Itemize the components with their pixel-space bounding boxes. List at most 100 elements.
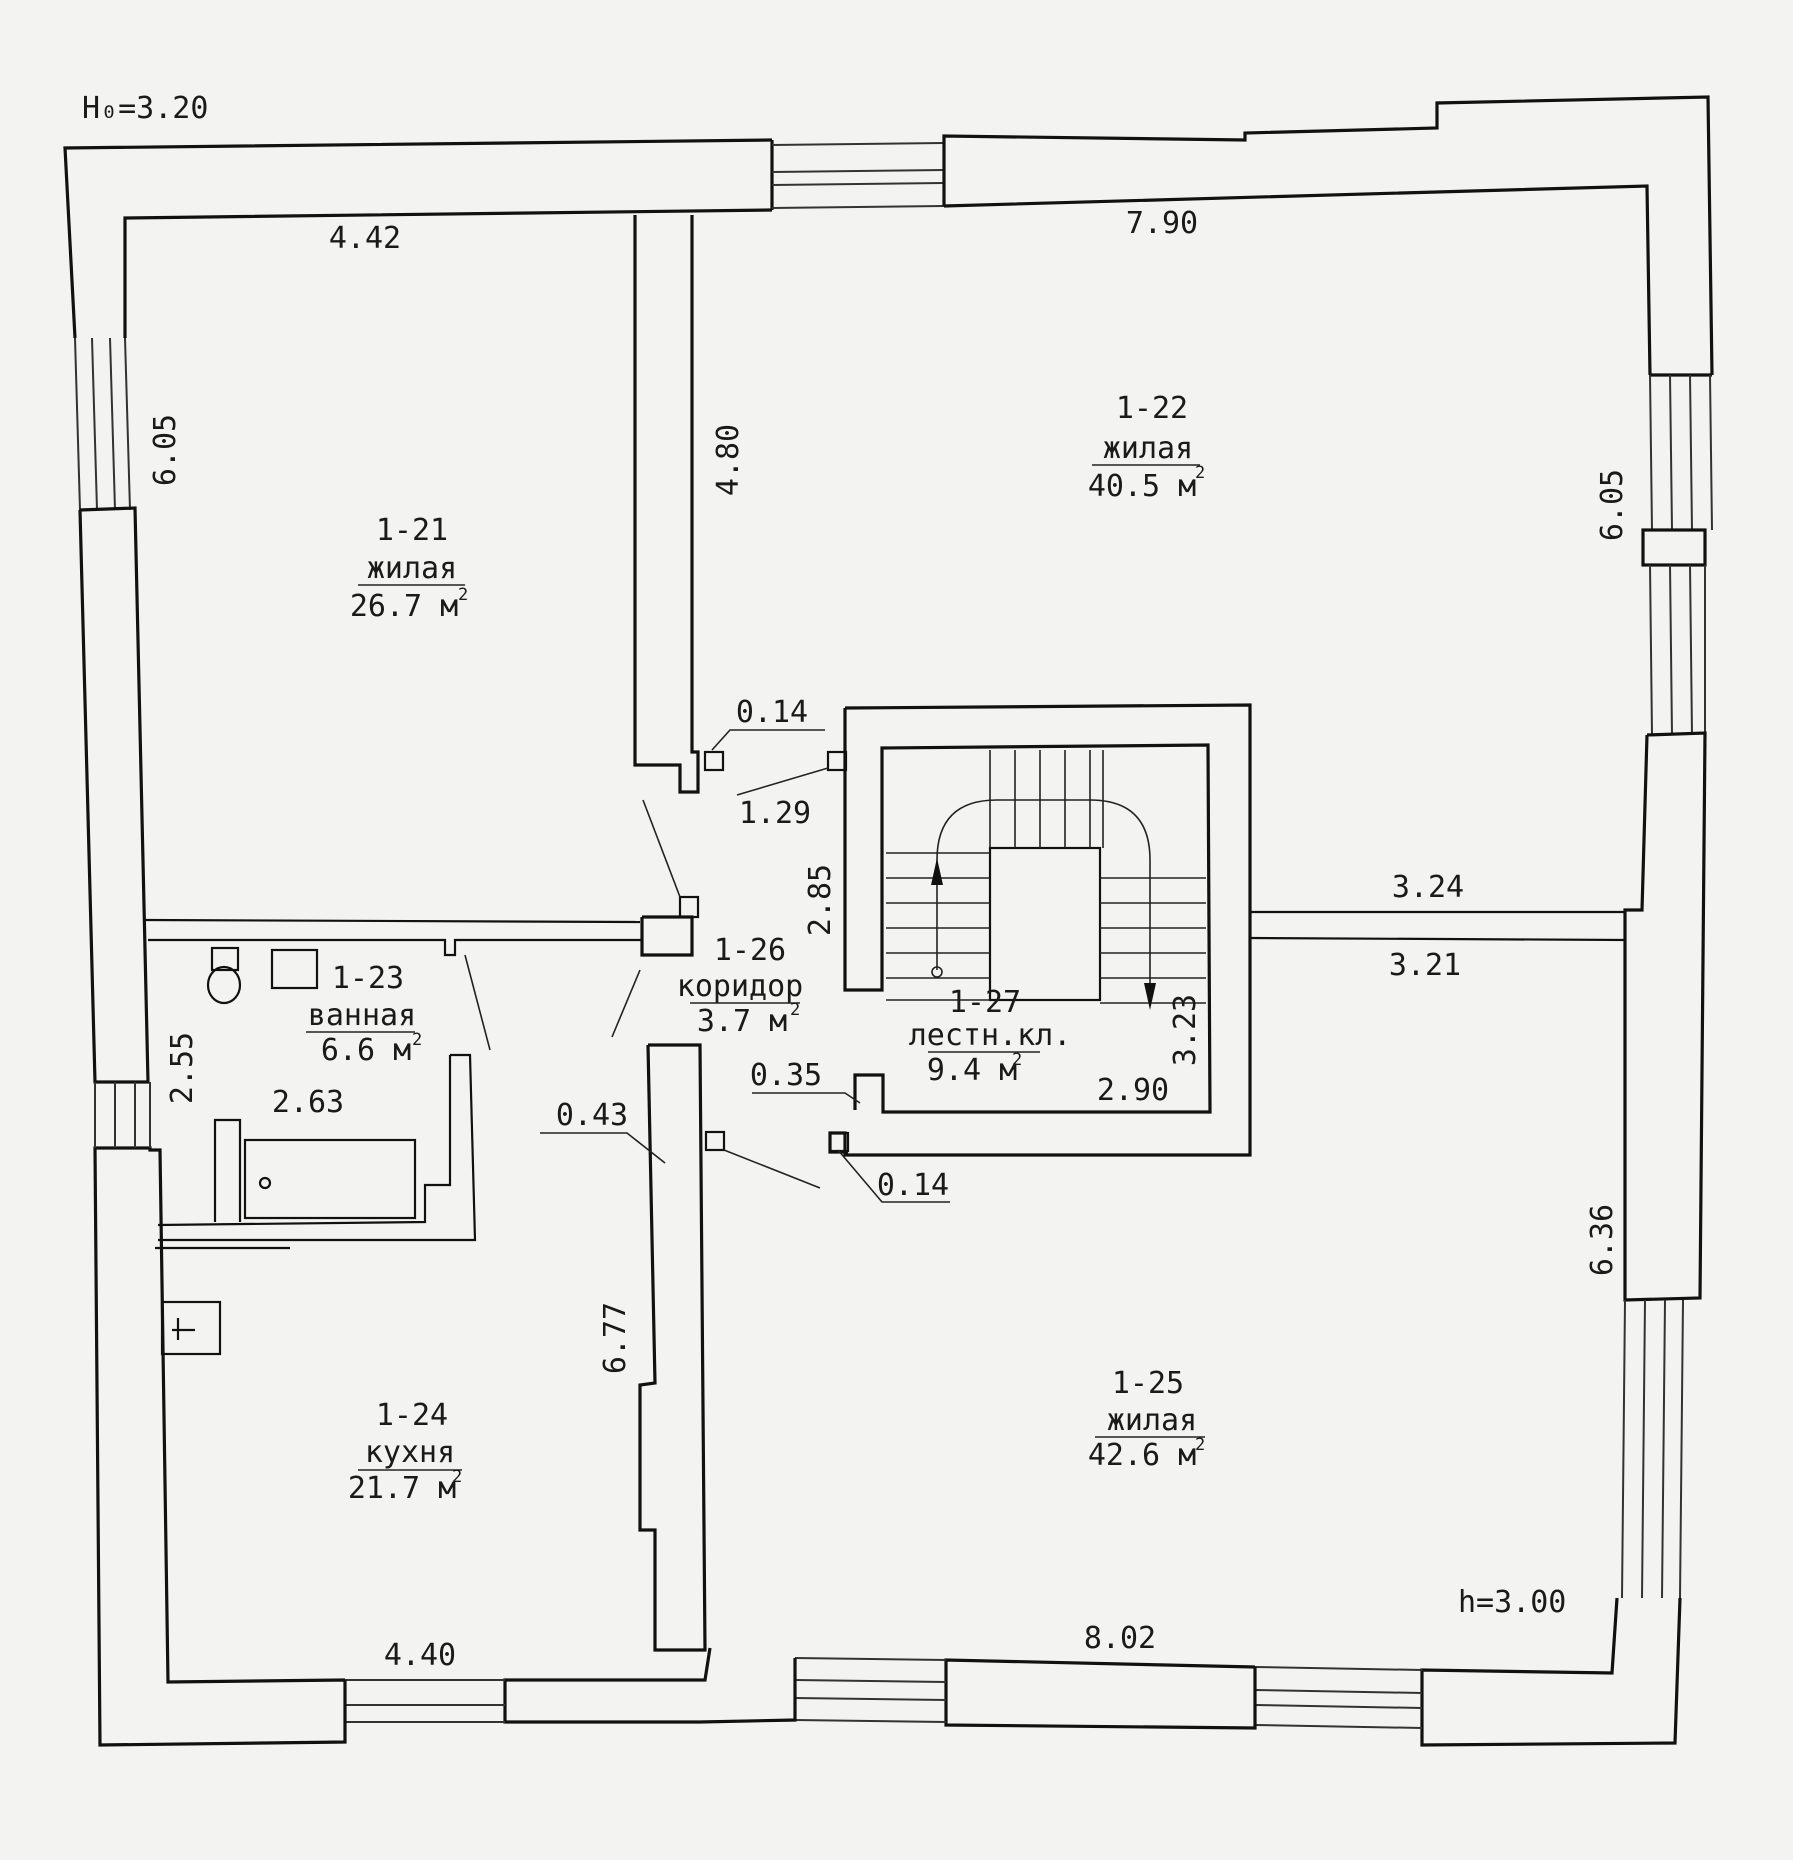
outer-wall-top-left-inner — [123, 208, 773, 338]
dim-6-36: 6.36 — [1585, 1204, 1620, 1276]
room-1-21: 1-21 жилая 26.7 м 2 — [350, 513, 468, 624]
wall-21-22 — [633, 215, 700, 794]
leader-1-29 — [736, 767, 829, 796]
room-1-25: 1-25 жилая 42.6 м 2 — [1088, 1366, 1205, 1473]
window-top — [771, 142, 945, 209]
bathtub-drain — [258, 1176, 272, 1190]
ceiling-height-top: H₀=3.20 — [82, 91, 208, 126]
room-id: 1-27 — [949, 985, 1021, 1020]
room-area: 3.7 м — [697, 1004, 787, 1039]
dim-6-05-left: 6.05 — [148, 414, 183, 486]
area-sup: 2 — [458, 585, 468, 605]
leader-0-43 — [540, 1132, 666, 1164]
pillar-corridor — [640, 915, 694, 957]
pilaster-2 — [678, 895, 700, 919]
door-leaf-21 — [642, 799, 681, 898]
window-bottom-mid — [794, 1657, 947, 1723]
area-sup: 2 — [1012, 1050, 1022, 1070]
room-1-24: 1-24 кухня 21.7 м 2 — [348, 1398, 462, 1506]
dim-0-14-bottom: 0.14 — [877, 1168, 949, 1203]
room-area: 9.4 м — [927, 1053, 1017, 1088]
dim-0-43: 0.43 — [556, 1098, 628, 1133]
sink-icon — [270, 948, 319, 990]
dim-6-05-right: 6.05 — [1595, 469, 1630, 541]
area-sup: 2 — [790, 1000, 800, 1020]
arrow-down-icon — [1144, 983, 1156, 1010]
stair-steps-right — [1100, 877, 1206, 1004]
dim-7-90: 7.90 — [1126, 206, 1198, 241]
pilaster-3 — [704, 1130, 726, 1152]
outer-wall-top-right — [942, 95, 1714, 376]
dim-6-77: 6.77 — [598, 1302, 633, 1374]
room-area: 40.5 м — [1088, 469, 1196, 504]
room-1-23: 1-23 ванная 6.6 м 2 — [306, 961, 422, 1068]
window-left-1 — [74, 337, 131, 511]
room-1-26: 1-26 коридор 3.7 м 2 — [677, 933, 803, 1039]
staircase — [826, 703, 1252, 1157]
area-sup: 2 — [1195, 463, 1205, 483]
pier-right — [1641, 528, 1707, 567]
room-area: 42.6 м — [1088, 1438, 1196, 1473]
dim-8-02: 8.02 — [1084, 1621, 1156, 1656]
room-area: 21.7 м — [348, 1471, 456, 1506]
window-right-1 — [1649, 374, 1713, 531]
room-name: ванная — [308, 998, 416, 1033]
door-leaf-23 — [464, 954, 491, 1051]
stair-steps-top — [989, 750, 1104, 848]
leader-lines — [540, 729, 950, 1203]
interior-walls — [144, 215, 1627, 1652]
stove-icon — [160, 1300, 222, 1356]
dim-0-35: 0.35 — [750, 1058, 822, 1093]
dim-2-90: 2.90 — [1097, 1073, 1169, 1108]
wall-22-25 — [1249, 910, 1627, 942]
outer-walls — [63, 95, 1714, 1747]
leader-0-14-top — [711, 729, 825, 751]
window-right-3 — [1621, 1299, 1684, 1599]
stair-handrail — [936, 799, 1151, 990]
bathtub — [243, 1138, 417, 1220]
room-id: 1-26 — [714, 933, 786, 968]
room-id: 1-24 — [376, 1398, 448, 1433]
room-1-22: 1-22 жилая 40.5 м 2 — [1088, 391, 1205, 504]
outer-wall-bottom-left — [503, 1647, 797, 1724]
stair-inner-wall — [843, 708, 1212, 1114]
dimensions: 4.42 7.90 6.05 6.05 4.80 0.14 1.29 2.85 … — [148, 206, 1630, 1673]
room-area: 6.6 м — [321, 1033, 411, 1068]
wall-24-25 — [638, 1043, 707, 1652]
outer-wall-top-left — [63, 138, 773, 339]
dim-2-63: 2.63 — [272, 1085, 344, 1120]
room-id: 1-21 — [376, 513, 448, 548]
room-area: 26.7 м — [350, 589, 458, 624]
bath-wall-right — [158, 1053, 477, 1242]
pilaster — [703, 750, 725, 772]
room-name: жилая — [367, 551, 457, 586]
dim-4-40: 4.40 — [384, 1638, 456, 1673]
toilet-icon — [206, 946, 242, 1005]
room-name: коридор — [677, 969, 803, 1004]
dim-1-29: 1.29 — [739, 796, 811, 831]
window-left-2 — [94, 1082, 151, 1148]
window-bottom-right — [1254, 1666, 1423, 1729]
arrow-up-icon — [931, 858, 943, 885]
stair-well — [988, 846, 1102, 1002]
outer-wall-bottom-right — [1420, 1597, 1682, 1747]
window-right-2 — [1649, 564, 1706, 736]
outer-wall-right-mid — [1623, 731, 1707, 1302]
leader-0-35 — [752, 1092, 861, 1104]
room-name: лестн.кл. — [909, 1018, 1072, 1053]
dim-3-24: 3.24 — [1392, 870, 1464, 905]
door-leaf-corridor — [611, 969, 641, 1038]
dim-2-55: 2.55 — [165, 1032, 200, 1104]
room-id: 1-25 — [1112, 1366, 1184, 1401]
room-id: 1-22 — [1116, 391, 1188, 426]
stair-start-dot — [931, 966, 943, 978]
room-id: 1-23 — [332, 961, 404, 996]
room-name: кухня — [365, 1435, 455, 1470]
bath-partition — [213, 1118, 242, 1222]
pilaster-stair — [826, 750, 848, 772]
leader-0-14-bottom — [837, 1149, 950, 1203]
room-name: жилая — [1103, 431, 1193, 466]
outer-wall-left-mid — [78, 506, 150, 1084]
dim-2-85: 2.85 — [803, 864, 838, 936]
